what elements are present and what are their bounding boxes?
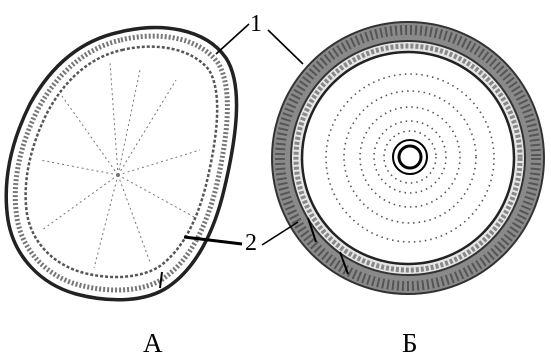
- figure-a-center: [116, 173, 120, 177]
- figure-b-pith-inner: [399, 146, 421, 168]
- label-2: 2: [245, 231, 257, 255]
- caption-a: А: [143, 330, 163, 357]
- label-1: 1: [250, 12, 262, 36]
- leader-line-1-to-a: [216, 24, 249, 54]
- leader-line-2-to-b: [262, 222, 298, 245]
- caption-b: Б: [402, 330, 418, 357]
- figure-a-outer-border: [6, 28, 236, 300]
- figure-b-cross-section: [272, 22, 544, 294]
- figure-a-cross-section: [6, 28, 236, 300]
- leader-line-1-to-b: [268, 30, 303, 64]
